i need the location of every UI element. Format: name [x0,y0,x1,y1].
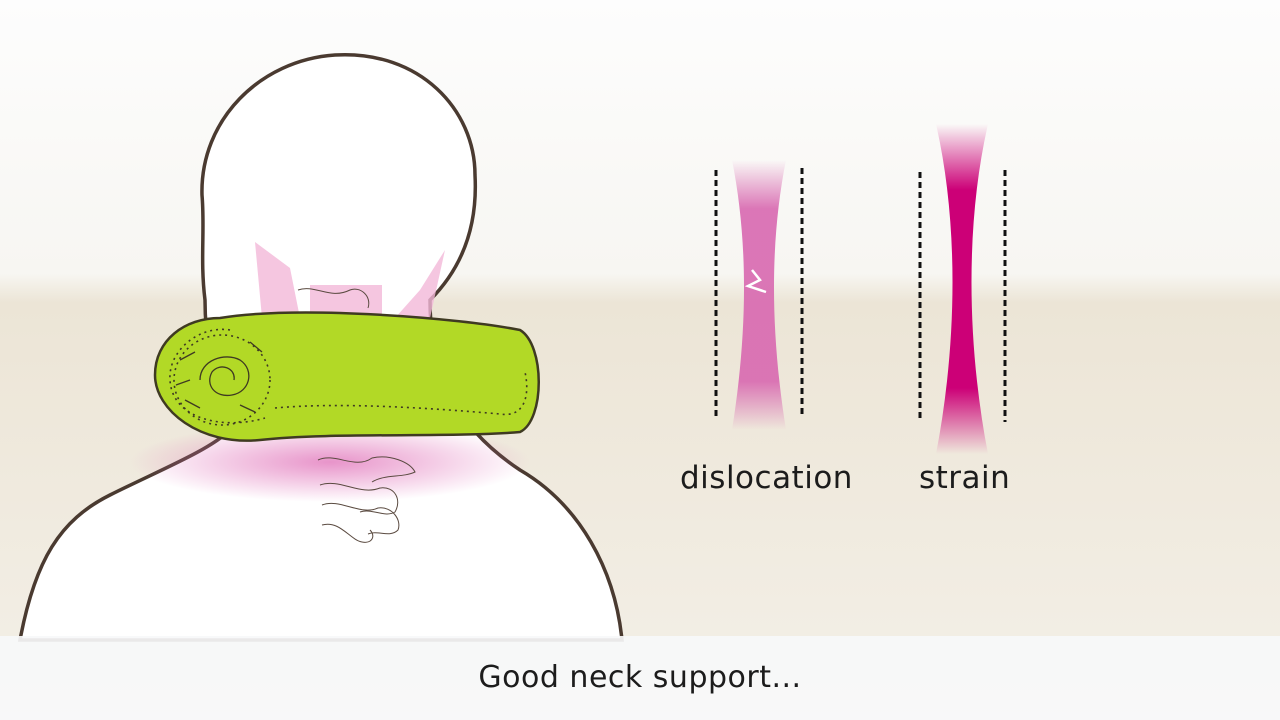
vertebrae [297,288,416,543]
rolled-towel [153,311,540,442]
muscle-right [395,250,445,318]
subtitle-caption: Good neck support... [478,660,802,695]
dislocation-ligament-diagram [714,160,804,430]
strain-ligament-diagram [918,124,1007,454]
strain-label: strain [919,460,1011,496]
dislocation-label: dislocation [680,460,853,496]
caption-bar [0,636,1280,720]
neck-pain-glow [130,422,530,502]
tear-mark [744,269,767,294]
ligament-band [936,124,988,454]
muscle-left [255,242,300,318]
ligament-band [732,160,786,430]
